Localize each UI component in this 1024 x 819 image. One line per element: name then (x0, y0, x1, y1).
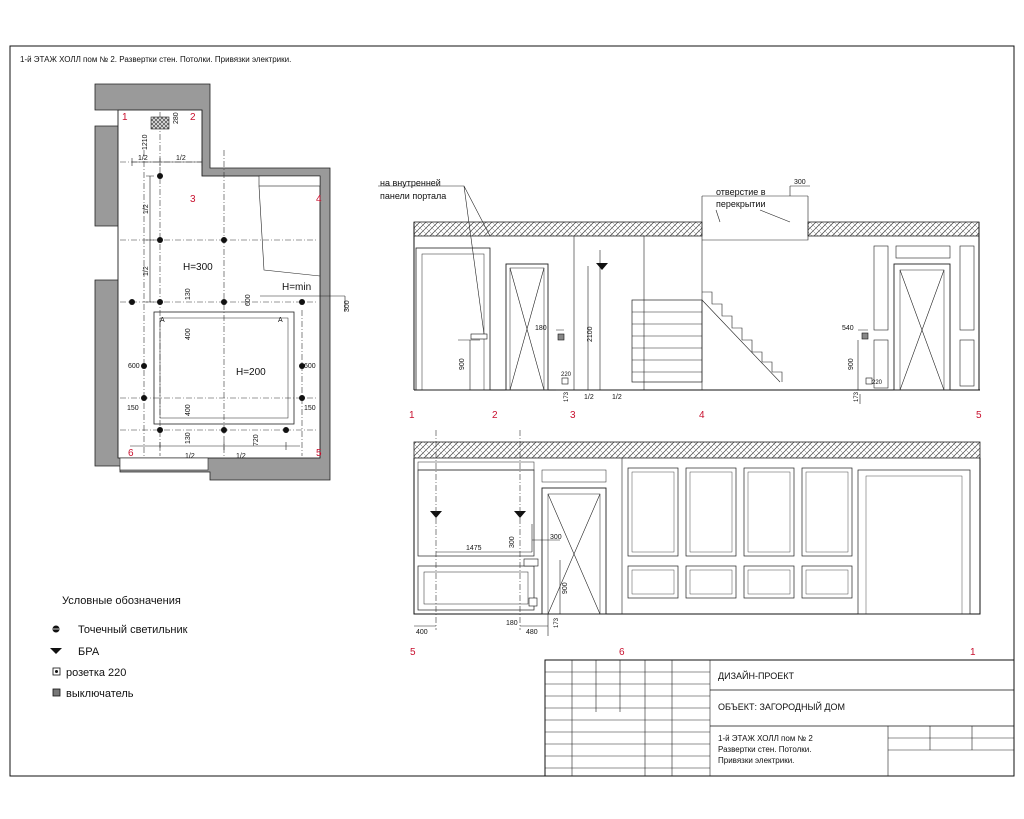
plan-wall-number-1: 1 (122, 112, 128, 123)
ceiling-plan: 1 2 3 4 5 6 H=300 H=200 H=min A A 1210 2… (94, 83, 351, 481)
plan-dim-600-left: 600 (128, 363, 140, 370)
spot-light-icon (52, 625, 60, 633)
elev-bottom-dim-480: 480 (526, 629, 538, 636)
elev-bottom-dim-180: 180 (506, 620, 518, 627)
plan-dim-280: 280 (173, 112, 180, 124)
plan-wall-number-5: 5 (316, 448, 322, 459)
plan-spot-lights (129, 173, 305, 433)
plan-dim-130-top: 130 (185, 288, 192, 300)
sheet-border (9, 45, 1015, 777)
plan-dim-1210: 1210 (142, 134, 149, 150)
plan-section-mark-left: A (160, 317, 165, 324)
elev-top-dim-300: 300 (794, 179, 806, 186)
plan-wall-number-6: 6 (128, 448, 134, 459)
plan-dim-half-a: 1/2 (138, 155, 148, 162)
plan-dim-400-bottom: 400 (185, 404, 192, 416)
lower-ceiling-outline (153, 311, 295, 425)
elev-top-dim-173-left: 173 (564, 391, 570, 402)
socket-220-icon (52, 667, 61, 676)
title-block-sheet-line-1: 1-й ЭТАЖ ХОЛЛ пом № 2 (718, 734, 813, 743)
elev-top-dim-540: 540 (842, 325, 854, 332)
elev-bottom-dim-300-v: 300 (509, 536, 516, 548)
title-block: ДИЗАЙН-ПРОЕКТ ОБЪЕКТ: ЗАГОРОДНЫЙ ДОМ 1-й… (544, 659, 1015, 777)
plan-dim-400-top: 400 (185, 328, 192, 340)
plan-wall-number-2: 2 (190, 112, 196, 123)
elev-bottom-dim-300-h: 300 (550, 534, 562, 541)
elevation-bottom: 1475 300 300 900 180 480 173 400 5 6 1 (410, 430, 981, 658)
elev-top-axis-4: 4 (699, 410, 705, 421)
elev-top-note-opening-2: перекрытии (716, 199, 765, 209)
title-block-project: ДИЗАЙН-ПРОЕКТ (718, 670, 794, 681)
legend-item-spot-light: Точечный светильник (78, 624, 188, 636)
plan-dim-720: 720 (253, 434, 260, 446)
plan-height-lower: H=200 (236, 367, 266, 378)
elev-bottom-sconce-right (514, 511, 526, 518)
plan-dim-300-side: 300 (344, 300, 351, 312)
plan-dim-half-e: 1/2 (185, 453, 195, 460)
plan-dim-half-d: 1/2 (143, 266, 150, 276)
plan-dim-150-left: 150 (127, 405, 139, 412)
plan-dim-half-f: 1/2 (236, 453, 246, 460)
elev-top-axis-1: 1 (409, 410, 415, 421)
elev-bottom-axis-6: 6 (619, 647, 625, 658)
vent-grille (150, 116, 170, 130)
plan-wall-number-4: 4 (316, 194, 322, 205)
title-block-sheet-line-3: Привязки электрики. (718, 756, 794, 765)
elev-top-dim-180: 180 (535, 325, 547, 332)
elev-top-dim-220-left: 220 (561, 372, 572, 378)
elev-bottom-dim-900: 900 (562, 582, 569, 594)
sheet-title: 1-й ЭТАЖ ХОЛЛ пом № 2. Развертки стен. П… (20, 55, 291, 64)
elev-top-dim-900-left: 900 (459, 358, 466, 370)
legend-title: Условные обозначения (62, 595, 181, 607)
plan-dim-130-bottom: 130 (185, 432, 192, 444)
plan-dim-half-b: 1/2 (176, 155, 186, 162)
elev-top-dim-half-b: 1/2 (612, 394, 622, 401)
plan-wall-number-3: 3 (190, 194, 196, 205)
elev-top-dim-half-a: 1/2 (584, 394, 594, 401)
elev-top-door-left (505, 263, 549, 391)
wall-sconce-icon (50, 648, 62, 654)
elevation-top: на внутренней панели портала отверстие в… (378, 178, 982, 421)
elev-top-dim-220-right: 220 (872, 380, 883, 386)
elev-top-door-right (893, 263, 951, 391)
title-block-object: ОБЪЕКТ: ЗАГОРОДНЫЙ ДОМ (718, 701, 845, 712)
plan-dim-half-c: 1/2 (143, 204, 150, 214)
legend-item-socket: розетка 220 (66, 667, 126, 679)
legend-item-switch: выключатель (66, 688, 134, 700)
legend-item-sconce: БРА (78, 646, 100, 658)
plan-dim-600-right: 600 (304, 363, 316, 370)
elev-bottom-axis-5: 5 (410, 647, 416, 658)
plan-height-upper: H=300 (183, 262, 213, 273)
elev-top-axis-2: 2 (492, 410, 498, 421)
elev-bottom-cornice (413, 441, 981, 459)
elev-top-dim-900-right: 900 (848, 358, 855, 370)
elev-top-stair (631, 291, 783, 383)
elev-top-note-opening-1: отверстие в (716, 187, 766, 197)
title-block-sheet-line-2: Развертки стен. Потолки. (718, 745, 811, 754)
elev-top-note-portal-2: панели портала (380, 191, 446, 201)
elev-bottom-sconce-left (430, 511, 442, 518)
plan-section-mark-right: A (278, 317, 283, 324)
elev-bottom-dim-400: 400 (416, 629, 428, 636)
elev-bottom-panels (627, 467, 971, 615)
elev-top-dim-2100: 2100 (587, 326, 594, 342)
legend: Условные обозначения Точечный светильник… (50, 595, 188, 700)
elev-bottom-dim-1475: 1475 (466, 545, 482, 552)
elev-bottom-dim-173: 173 (554, 617, 560, 628)
elev-top-note-portal-1: на внутренней (380, 178, 441, 188)
elev-top-dim-173-right: 173 (854, 391, 860, 402)
elev-top-axis-3: 3 (570, 410, 576, 421)
elev-top-sconce (596, 263, 608, 270)
elev-bottom-door (541, 469, 607, 615)
elev-top-axis-5: 5 (976, 410, 982, 421)
plan-height-min: H=min (282, 282, 311, 293)
plan-dim-600-mid: 600 (245, 294, 252, 306)
switch-icon (52, 688, 61, 697)
elev-top-cornice-left (413, 221, 703, 237)
elev-bottom-axis-1: 1 (970, 647, 976, 658)
plan-dim-150-right: 150 (304, 405, 316, 412)
elev-top-cornice-right (807, 221, 980, 237)
